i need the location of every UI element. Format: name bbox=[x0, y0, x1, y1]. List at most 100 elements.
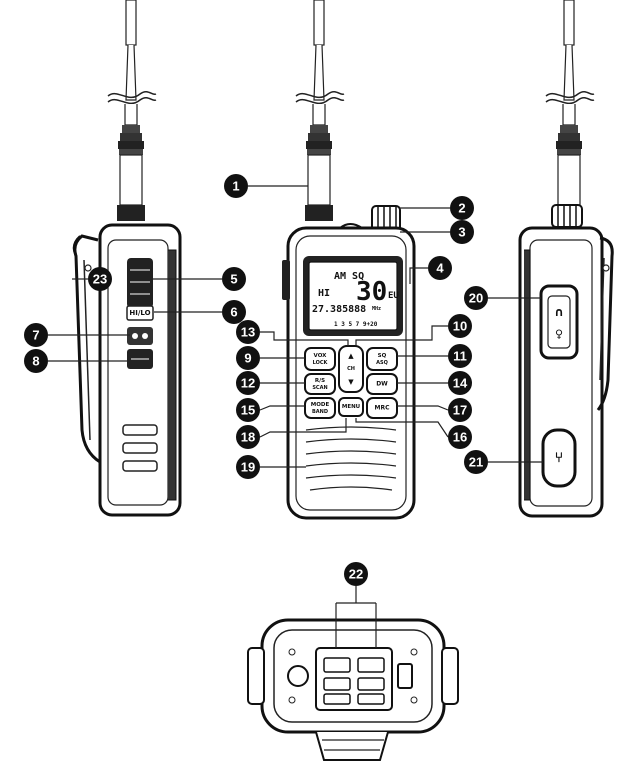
right-side-view: ∩ ♀ ⑂ bbox=[518, 0, 614, 518]
callout-9: 9 bbox=[236, 346, 260, 370]
scan-key-label: SCAN bbox=[312, 385, 327, 391]
svg-text:18: 18 bbox=[241, 430, 255, 445]
callout-3: 3 bbox=[450, 220, 474, 244]
vox-key[interactable] bbox=[304, 347, 336, 371]
svg-text:22: 22 bbox=[349, 567, 363, 582]
lcd-channel: 30 bbox=[356, 277, 387, 307]
right-belt-clip bbox=[596, 236, 614, 411]
bottom-clip bbox=[315, 731, 389, 761]
svg-text:10: 10 bbox=[453, 319, 467, 334]
svg-text:15: 15 bbox=[241, 403, 255, 418]
mic-speaker-jack-cover[interactable]: ∩ ♀ bbox=[539, 284, 579, 360]
bottom-screw-left bbox=[287, 665, 309, 687]
ch-down-arrow-icon[interactable]: ▼ bbox=[348, 378, 354, 386]
lcd-signal-scale: 1 3 5 7 9+20 bbox=[334, 321, 378, 328]
callout-8: 8 bbox=[24, 349, 48, 373]
right-antenna bbox=[545, 0, 595, 228]
lcd-power: HI bbox=[318, 288, 330, 299]
callout-21: 21 bbox=[464, 450, 488, 474]
vox-key-label: VOX bbox=[314, 353, 328, 359]
svg-text:1: 1 bbox=[232, 179, 239, 194]
callout-10: 10 bbox=[448, 314, 472, 338]
rs-key[interactable] bbox=[304, 373, 336, 395]
mode-key[interactable] bbox=[304, 397, 336, 419]
svg-text:23: 23 bbox=[93, 272, 107, 287]
bottom-view bbox=[247, 618, 459, 761]
side-key-7[interactable] bbox=[127, 327, 153, 345]
callout-23: 23 bbox=[88, 267, 112, 291]
callout-19: 19 bbox=[236, 455, 260, 479]
ch-up-arrow-icon[interactable]: ▲ bbox=[348, 352, 354, 360]
dw-key-label: DW bbox=[376, 381, 388, 388]
mrc-key-label: MRC bbox=[375, 405, 391, 412]
callout-11: 11 bbox=[448, 344, 472, 368]
callout-20: 20 bbox=[464, 286, 488, 310]
svg-text:17: 17 bbox=[453, 403, 467, 418]
callout-15: 15 bbox=[236, 398, 260, 422]
svg-text:7: 7 bbox=[32, 328, 39, 343]
mrc-key[interactable] bbox=[366, 397, 398, 419]
left-antenna bbox=[107, 0, 157, 221]
sq-key[interactable] bbox=[366, 347, 398, 371]
svg-text:16: 16 bbox=[453, 430, 467, 445]
rs-key-label: R/S bbox=[315, 378, 325, 384]
callout-13: 13 bbox=[236, 320, 260, 344]
lock-key-label: LOCK bbox=[313, 360, 329, 366]
svg-text:14: 14 bbox=[453, 376, 468, 391]
menu-key[interactable] bbox=[338, 397, 364, 417]
svg-text:3: 3 bbox=[458, 225, 465, 240]
svg-text:20: 20 bbox=[469, 291, 483, 306]
asq-key-label: ASQ bbox=[376, 360, 388, 366]
band-key-label: BAND bbox=[312, 409, 328, 415]
svg-text:21: 21 bbox=[469, 455, 483, 470]
front-antenna bbox=[295, 0, 345, 221]
sq-key-label: SQ bbox=[378, 353, 387, 359]
callout-17: 17 bbox=[448, 398, 472, 422]
svg-text:2: 2 bbox=[458, 201, 465, 216]
usb-icon: ⑂ bbox=[555, 450, 563, 466]
hilo-key-label: HI/LO bbox=[129, 309, 150, 317]
svg-text:13: 13 bbox=[241, 325, 255, 340]
callout-6: 6 bbox=[222, 300, 246, 324]
callout-22: 22 bbox=[344, 562, 368, 586]
usb-port-cover[interactable]: ⑂ bbox=[541, 428, 577, 488]
callout-1: 1 bbox=[224, 174, 248, 198]
svg-text:12: 12 bbox=[241, 376, 255, 391]
lcd-channel-suffix: EU bbox=[388, 291, 399, 301]
front-view: AM SQ HI 30 EU 27.385888 MHz 1 3 5 7 9+2… bbox=[282, 0, 416, 520]
left-side-view: HI/LO bbox=[72, 0, 182, 517]
callout-5: 5 bbox=[222, 267, 246, 291]
svg-text:9: 9 bbox=[244, 351, 251, 366]
svg-text:6: 6 bbox=[230, 305, 237, 320]
leader-lines bbox=[48, 185, 543, 648]
ch-key-label: CH bbox=[347, 366, 355, 372]
svg-text:4: 4 bbox=[436, 261, 444, 276]
svg-text:5: 5 bbox=[230, 272, 237, 287]
lcd-mode: AM SQ bbox=[334, 271, 364, 282]
callout-14: 14 bbox=[448, 371, 472, 395]
callout-16: 16 bbox=[448, 425, 472, 449]
svg-text:8: 8 bbox=[32, 354, 39, 369]
belt-clip bbox=[72, 234, 101, 464]
left-grill bbox=[122, 424, 158, 472]
front-keypad: VOX LOCK ▲ CH ▼ SQ ASQ R/S SCAN DW MODE … bbox=[304, 345, 398, 419]
headphone-icon: ∩ bbox=[554, 305, 564, 319]
callout-12: 12 bbox=[236, 371, 260, 395]
svg-text:11: 11 bbox=[453, 349, 467, 364]
menu-key-label: MENU bbox=[342, 404, 360, 410]
callout-4: 4 bbox=[428, 256, 452, 280]
callout-18: 18 bbox=[236, 425, 260, 449]
lcd-screen bbox=[308, 261, 398, 331]
microphone-icon: ♀ bbox=[555, 328, 563, 341]
front-speaker-grill bbox=[305, 426, 397, 491]
ptt-key[interactable] bbox=[127, 258, 153, 308]
lcd-freq-unit: MHz bbox=[372, 306, 381, 312]
hilo-key[interactable] bbox=[126, 305, 154, 321]
mode-key-label: MODE bbox=[311, 402, 330, 408]
svg-text:19: 19 bbox=[241, 460, 255, 475]
dw-key[interactable] bbox=[366, 373, 398, 395]
side-keys: HI/LO bbox=[126, 258, 154, 369]
ch-rocker[interactable] bbox=[338, 345, 364, 393]
charging-contacts bbox=[315, 647, 393, 711]
